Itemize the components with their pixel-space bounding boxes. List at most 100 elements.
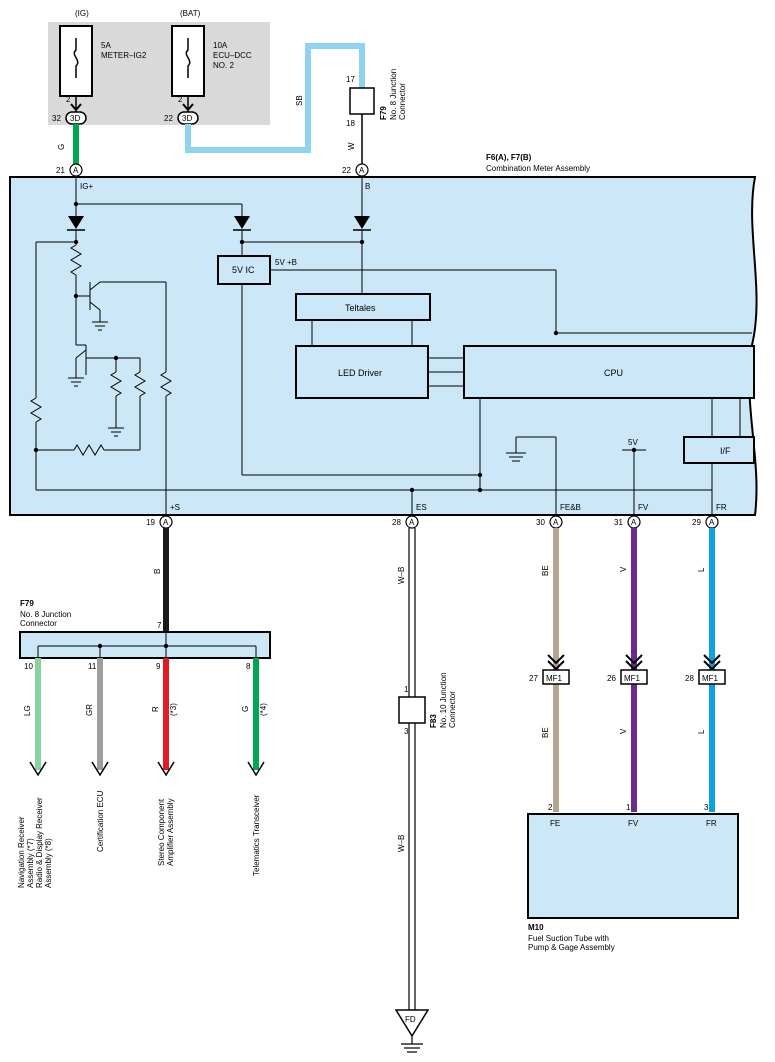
wire-be-label-1: BE — [541, 565, 550, 576]
meter-pin-28-conn: A — [409, 518, 415, 527]
jc-f79-top — [349, 87, 375, 115]
dest-navigation-l4: Assembly (*8) — [44, 838, 53, 888]
meter-pin-28 — [405, 515, 419, 529]
meter-pin-22-num: 22 — [342, 166, 351, 175]
jc-f79-top-desc-l1: No. 8 Junction — [389, 69, 398, 120]
m10-name-l2: Pump & Gage Assembly — [528, 943, 615, 952]
fuel-pump-gage-assembly — [527, 813, 739, 919]
wire-v-label-2: V — [619, 728, 628, 734]
fuse2-icon — [185, 38, 191, 78]
meter-bottom-pins: A 19 A 28 A 30 A 31 A 29 — [146, 515, 719, 529]
meter-pin-fv-label: FV — [638, 503, 649, 512]
ic-5v-output-label: 5V +B — [275, 258, 297, 267]
dest-navigation-l3: Radio & Display Receiver — [35, 797, 44, 888]
arrow-telematics-icon — [247, 761, 265, 777]
m10-pin-2: 2 — [548, 803, 553, 812]
m10-fv-label: FV — [628, 819, 639, 828]
led-driver-block — [295, 345, 429, 399]
led-driver-label: LED Driver — [338, 368, 382, 378]
fuse2-supply: (BAT) — [180, 9, 201, 18]
conn-3d-1-label: 3D — [70, 114, 80, 123]
meter-pin-feb-label: FE&B — [560, 503, 581, 512]
meter-pin-31-num: 31 — [614, 518, 623, 527]
dest-navigation-l1: Navigation Receiver — [17, 816, 26, 888]
jc-f79-pin-10: 10 — [24, 662, 33, 671]
fuse1-conn-pin: 32 — [52, 114, 61, 123]
wire-wb-label-2: W–B — [397, 835, 406, 852]
diode-3-icon — [354, 216, 370, 229]
m10-code: M10 — [528, 923, 544, 932]
m10-fe-label: FE — [550, 819, 560, 828]
ic-5v-block — [217, 255, 271, 285]
jc-f79-pin-9: 9 — [156, 662, 161, 671]
conn-3d-2-label: 3D — [182, 114, 192, 123]
fuse1-name-l1: 5A — [101, 41, 111, 50]
meter-pin-28-num: 28 — [392, 518, 401, 527]
cpu-block — [463, 345, 755, 399]
meter-pin-19-num: 19 — [146, 518, 155, 527]
arrow-cert-icon — [91, 761, 109, 777]
fuse1-icon — [73, 38, 79, 78]
jc-f79-in-pin: 7 — [157, 621, 162, 630]
jc-f79-bottom-body — [19, 631, 271, 659]
meter-pin-31-conn: A — [631, 518, 637, 527]
diode-2-icon — [234, 216, 250, 229]
fuse2-name-l3: NO. 2 — [213, 61, 234, 70]
mf1-conn-28-pin: 28 — [685, 674, 694, 683]
mf1-conn-27-pin: 27 — [529, 674, 538, 683]
diode-1-icon — [68, 216, 84, 229]
mf1-arrows — [547, 654, 721, 671]
branch-arrows — [29, 761, 265, 777]
fuse2-pin: 2 — [178, 95, 183, 104]
wire-v-label-1: V — [619, 566, 628, 572]
jc-f79-pin-8: 8 — [246, 662, 251, 671]
m10-name: Fuel Suction Tube with Pump & Gage Assem… — [528, 934, 615, 952]
cpu-label: CPU — [604, 368, 623, 378]
meter-pin-22-conn: A — [359, 166, 365, 175]
meter-pin-30-conn: A — [553, 518, 559, 527]
m10-fr-label: FR — [706, 819, 717, 828]
meter-internal-wiring — [30, 176, 752, 515]
mf1-conn-26-pin: 26 — [607, 674, 616, 683]
jc-f79-pin-11: 11 — [88, 662, 97, 671]
wire-g-label: G — [57, 144, 66, 150]
jc-f79-bottom-code: F79 — [20, 599, 34, 608]
fuse2-conn-pin: 22 — [164, 114, 173, 123]
fuse1-body — [59, 25, 93, 97]
mf1-conn-27-label: MF1 — [546, 674, 563, 683]
meter-pin-19-conn: A — [163, 518, 169, 527]
fuse2-body — [171, 25, 205, 97]
wire-wb — [408, 528, 416, 1010]
meter-pin-21-conn: A — [73, 166, 79, 175]
wire-gr-label: GR — [85, 704, 94, 716]
wire-b-label: B — [153, 569, 162, 574]
wire-w-label: W — [347, 142, 356, 150]
fuse2-name-l1: 10A — [213, 41, 228, 50]
wire-sb — [185, 43, 365, 153]
meter-b-label: B — [365, 182, 370, 191]
jc-f83 — [398, 696, 426, 724]
fuse2-name: 10A ECU–DCC NO. 2 — [213, 41, 254, 70]
meter-name: Combination Meter Assembly — [486, 164, 590, 173]
jc-f83-pin-in: 1 — [404, 685, 409, 694]
wire-r-label: R — [151, 706, 160, 712]
jc-f79-top-desc-l2: Connector — [398, 83, 407, 120]
wire-sb-label: SB — [295, 95, 304, 106]
m10-name-l1: Fuel Suction Tube with — [528, 934, 609, 943]
ground-fd-label: FD — [405, 1015, 416, 1024]
fuse1-name-l2: METER–IG2 — [101, 51, 147, 60]
meter-pin-21-num: 21 — [56, 166, 65, 175]
dest-stereo: Stereo Component Amplifier Assembly — [157, 797, 175, 866]
if-block — [683, 436, 755, 464]
wire-r-note: (*3) — [169, 703, 178, 716]
five-v-label: 5V — [628, 438, 638, 447]
dest-stereo-l1: Stereo Component — [157, 798, 166, 866]
if-label: I/F — [720, 446, 731, 456]
junction-dots — [33, 201, 637, 493]
ground-fd-icon — [394, 1009, 430, 1038]
mf1-conn-27 — [542, 669, 570, 685]
jc-f83-code: F83 — [429, 714, 438, 728]
jc-f79-top-code: F79 — [379, 106, 388, 120]
meter-code: F6(A), F7(B) — [486, 153, 532, 162]
jc-f79-top-pin-in: 17 — [346, 75, 355, 84]
